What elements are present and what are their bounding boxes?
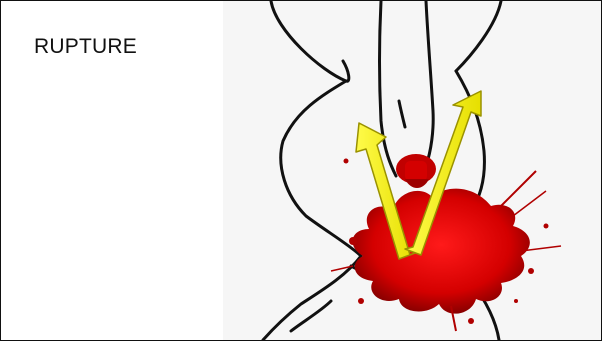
slide: RUPTURE [0, 0, 602, 341]
aorta-rupture-illustration [1, 1, 601, 340]
